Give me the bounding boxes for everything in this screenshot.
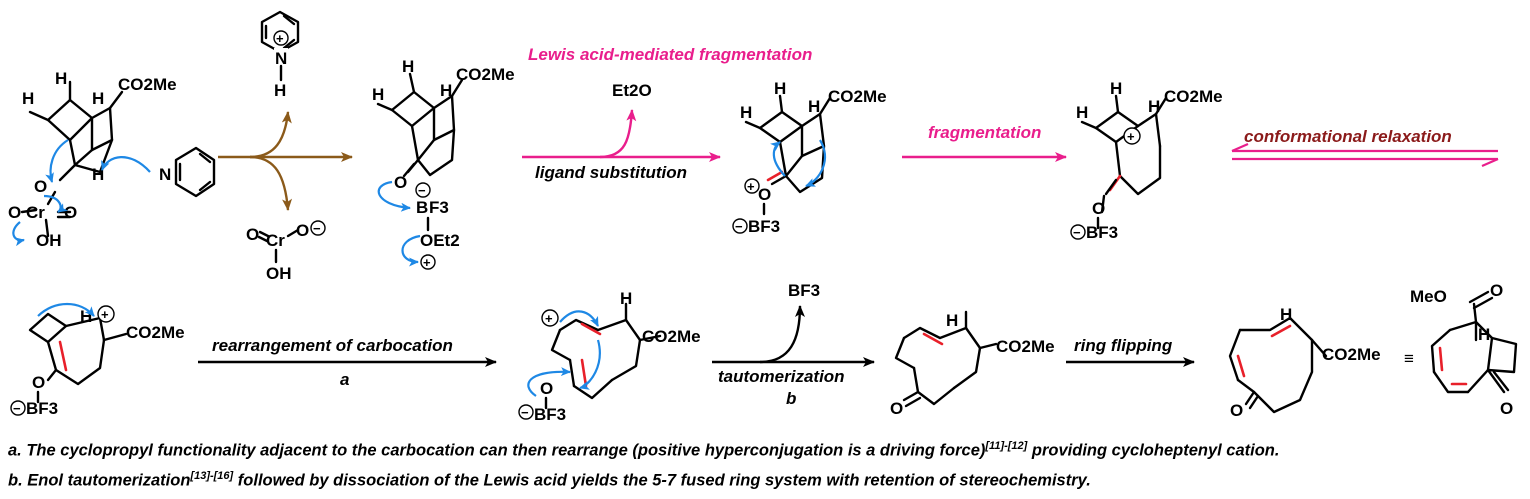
oxygen-label: O	[32, 373, 45, 392]
oxygen-label: O	[296, 221, 309, 240]
condition-rearrangement: rearrangement of carbocation	[212, 336, 453, 355]
branch-arrow-up	[249, 111, 292, 159]
h-label: H	[440, 81, 452, 100]
svg-text:−: −	[418, 183, 426, 198]
co2me-label: CO2Me	[828, 87, 887, 106]
svg-text:−: −	[1073, 225, 1081, 240]
et2o-leave-arrow	[599, 109, 637, 159]
h-label: H	[1076, 103, 1088, 122]
footnote-a: a. The cyclopropyl functionality adjacen…	[8, 440, 1280, 460]
oet2-label: OEt2	[420, 231, 460, 250]
molecule-hydroazulenone: MeO O H O	[1410, 281, 1518, 418]
oxygen-label: O	[34, 177, 47, 196]
oxygen-label: O	[1092, 199, 1105, 218]
condition-tautomerization: tautomerization	[718, 367, 845, 386]
co2me-label: CO2Me	[1322, 345, 1381, 364]
co2me-label: CO2Me	[996, 337, 1055, 356]
oxygen-label: O	[890, 399, 903, 418]
svg-text:+: +	[545, 311, 553, 326]
h-label: H	[22, 89, 34, 108]
condition-b: b	[786, 389, 796, 408]
bf3-leave-arrow	[759, 305, 805, 364]
svg-text:+: +	[101, 307, 109, 322]
co2me-label: CO2Me	[118, 75, 177, 94]
molecule-ketone-bf3-complex: H H H CO2Me O B F3 − OEt2 +	[372, 57, 515, 270]
plus-charge: +	[276, 31, 284, 46]
oxygen-label: O	[758, 185, 771, 204]
co2me-label: CO2Me	[1164, 87, 1223, 106]
oxygen-label: O	[1490, 281, 1503, 300]
equivalence-symbol: ≡	[1404, 349, 1414, 368]
bf3-label: BF3	[26, 399, 58, 418]
svg-text:−: −	[13, 401, 21, 416]
condition-lewis-acid: Lewis acid-mediated fragmentation	[528, 45, 812, 64]
bf3-label: BF3	[1086, 223, 1118, 242]
h-label: H	[1280, 305, 1292, 324]
chromium-byproduct: O Cr O − OH	[246, 220, 326, 283]
co2me-label: CO2Me	[126, 323, 185, 342]
h-label: H	[740, 103, 752, 122]
bf3-label: BF3	[534, 405, 566, 424]
molecule-cyclobutyl-cation: H H H CO2Me + O BF3 −	[1070, 79, 1223, 242]
h-label: H	[1148, 97, 1160, 116]
condition-fragmentation: fragmentation	[928, 123, 1041, 142]
svg-text:+: +	[1127, 129, 1135, 144]
oxygen-label: O	[540, 379, 553, 398]
footnote-b: b. Enol tautomerization[13]-[16] followe…	[8, 470, 1091, 490]
h-label: H	[55, 69, 67, 88]
svg-text:+: +	[747, 179, 755, 194]
molecule-oxocarbenium: H H H CO2Me O + BF3 −	[732, 79, 887, 236]
svg-text:+: +	[423, 255, 431, 270]
oxygen-label: O	[394, 173, 407, 192]
molecule-relaxed-cation: H + CO2Me O BF3 −	[10, 303, 185, 418]
oxygen-label: O	[1230, 401, 1243, 420]
condition-a: a	[340, 370, 349, 389]
et2o-label: Et2O	[612, 81, 652, 100]
co2me-label: CO2Me	[642, 327, 701, 346]
h-label: H	[946, 311, 958, 330]
co2me-label: CO2Me	[456, 65, 515, 84]
h-label: H	[92, 89, 104, 108]
hydroxyl-label: OH	[266, 264, 292, 283]
condition-conformational-relaxation: conformational relaxation	[1244, 127, 1452, 146]
h-label: H	[274, 81, 286, 100]
hydroxyl-label: OH	[36, 231, 62, 250]
oxygen-label: O	[1500, 399, 1513, 418]
fluorine-label: F3	[429, 198, 449, 217]
chromium-label: Cr	[266, 231, 285, 250]
molecule-enone: H CO2Me O	[890, 310, 1055, 418]
svg-text:−: −	[313, 221, 321, 236]
svg-text:−: −	[735, 219, 743, 234]
molecule-chromate-ester: H H H CO2Me H O O Cr O OH	[8, 69, 177, 250]
equilibrium-arrows	[1231, 142, 1499, 168]
molecule-product-bicycle: H CO2Me O	[1228, 305, 1381, 420]
branch-arrow-down	[249, 155, 293, 211]
h-label: H	[402, 57, 414, 76]
h-label: H	[372, 85, 384, 104]
condition-ligand-substitution: ligand substitution	[535, 163, 687, 182]
molecule-pyridine: N	[158, 146, 216, 198]
nitrogen-label: N	[159, 165, 171, 184]
oxygen-label: O	[64, 203, 77, 222]
bf3-label: BF3	[788, 281, 820, 300]
h-label: H	[774, 79, 786, 98]
h-label: H	[1110, 79, 1122, 98]
nitrogen-label: N	[275, 49, 287, 68]
pyridinium-byproduct: N + H	[260, 10, 300, 100]
condition-ring-flipping: ring flipping	[1074, 336, 1173, 355]
boron-label: B	[416, 198, 428, 217]
molecule-cycloheptenyl-cation: H + CO2Me O BF3 −	[518, 289, 701, 424]
bf3-label: BF3	[748, 217, 780, 236]
h-label: H	[1478, 325, 1490, 344]
svg-text:−: −	[521, 405, 529, 420]
meo-label: MeO	[1410, 287, 1447, 306]
h-label: H	[620, 289, 632, 308]
oxygen-label: O	[246, 225, 259, 244]
chromium-label: Cr	[26, 203, 45, 222]
oxygen-label: O	[8, 203, 21, 222]
h-label: H	[808, 97, 820, 116]
